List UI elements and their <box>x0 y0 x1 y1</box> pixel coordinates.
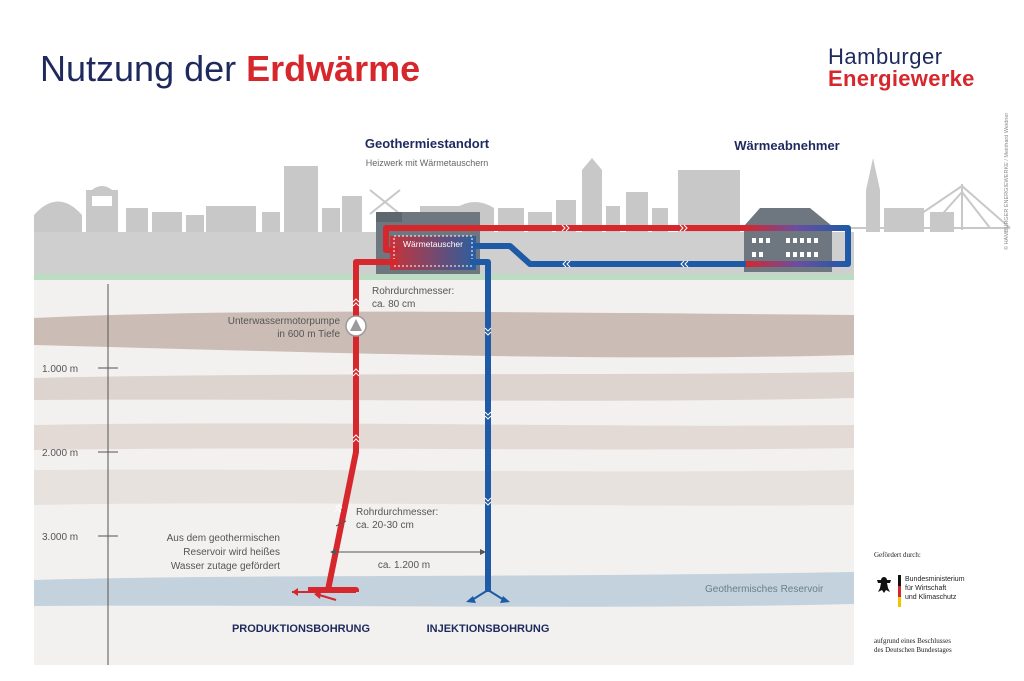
copyright-note: © HAMBURGER ENERGIEWERKE / Meinhard Weid… <box>1004 112 1010 250</box>
decision-line1: aufgrund eines Beschlusses <box>874 637 951 645</box>
heat-exchanger-label: Wärmetauscher <box>403 239 463 249</box>
logo-line2: Energiewerke <box>828 66 975 91</box>
heat-exchanger-frame <box>393 235 473 267</box>
logo-line1: Hamburger <box>828 44 943 69</box>
flow-chevrons <box>334 224 689 513</box>
depth-label-1000: 1.000 m <box>42 364 78 375</box>
injection-well-pipe <box>470 259 491 592</box>
pipe-diameter-bottom-line2: ca. 20-30 cm <box>356 520 414 531</box>
page-title: Nutzung der Erdwärme <box>40 48 420 90</box>
site-subtitle: Heizwerk mit Wärmetauschern <box>366 158 489 168</box>
pipe-diameter-top-line2: ca. 80 cm <box>372 299 415 310</box>
consumer-building <box>744 208 832 272</box>
distance-label: ca. 1.200 m <box>378 560 430 571</box>
grass-line <box>34 274 854 280</box>
company-logo: Hamburger Energiewerke <box>828 46 975 90</box>
decision-line2: des Deutschen Bundestages <box>874 646 952 654</box>
ministry-line2: für Wirtschaft <box>905 585 947 592</box>
production-well-pipe <box>325 259 398 593</box>
windmill <box>369 189 401 215</box>
pump-label-line1: Unterwassermotorpumpe <box>228 316 341 327</box>
distance-dimension <box>330 520 486 555</box>
reservoir-note-line2: Reservoir wird heißes <box>183 547 280 558</box>
funding-box: Gefördert durch: Bundesministerium für W… <box>860 537 1000 665</box>
title-highlight: Erdwärme <box>246 48 421 89</box>
ministry-name: Bundesministerium für Wirtschaft und Kli… <box>905 575 965 602</box>
title-main: Nutzung der <box>40 48 247 89</box>
injection-well-label: INJEKTIONSBOHRUNG <box>427 623 550 635</box>
earth-strata <box>34 280 854 665</box>
funding-decision: aufgrund eines Beschlusses des Deutschen… <box>874 637 952 655</box>
reservoir-note-line3: Wasser zutage gefördert <box>171 561 280 572</box>
ministry-line1: Bundesministerium <box>905 576 965 583</box>
federal-eagle-icon <box>877 577 891 593</box>
depth-scale: 1.000 m 2.000 m 3.000 m <box>42 284 118 665</box>
ministry-line3: und Klimaschutz <box>905 594 957 601</box>
heat-exchanger-fill <box>390 236 476 270</box>
funding-heading: Gefördert durch: <box>874 551 921 559</box>
german-flag-icon <box>898 575 901 607</box>
depth-label-3000: 3.000 m <box>42 532 78 543</box>
pipe-diameter-bottom-line1: Rohrdurchmesser: <box>356 507 438 518</box>
pump-icon <box>345 315 367 337</box>
pipe-diameter-top-line1: Rohrdurchmesser: <box>372 286 454 297</box>
reservoir-note-line1: Aus dem geothermischen <box>167 533 280 544</box>
bridge-right <box>850 184 1011 230</box>
consumer-title: Wärmeabnehmer <box>734 138 839 153</box>
reservoir-label: Geothermisches Reservoir <box>705 584 824 595</box>
depth-label-2000: 2.000 m <box>42 448 78 459</box>
site-title: Geothermiestandort <box>365 136 490 151</box>
pump-label-line2: in 600 m Tiefe <box>277 329 340 340</box>
production-well-label: PRODUKTIONSBOHRUNG <box>232 623 370 635</box>
